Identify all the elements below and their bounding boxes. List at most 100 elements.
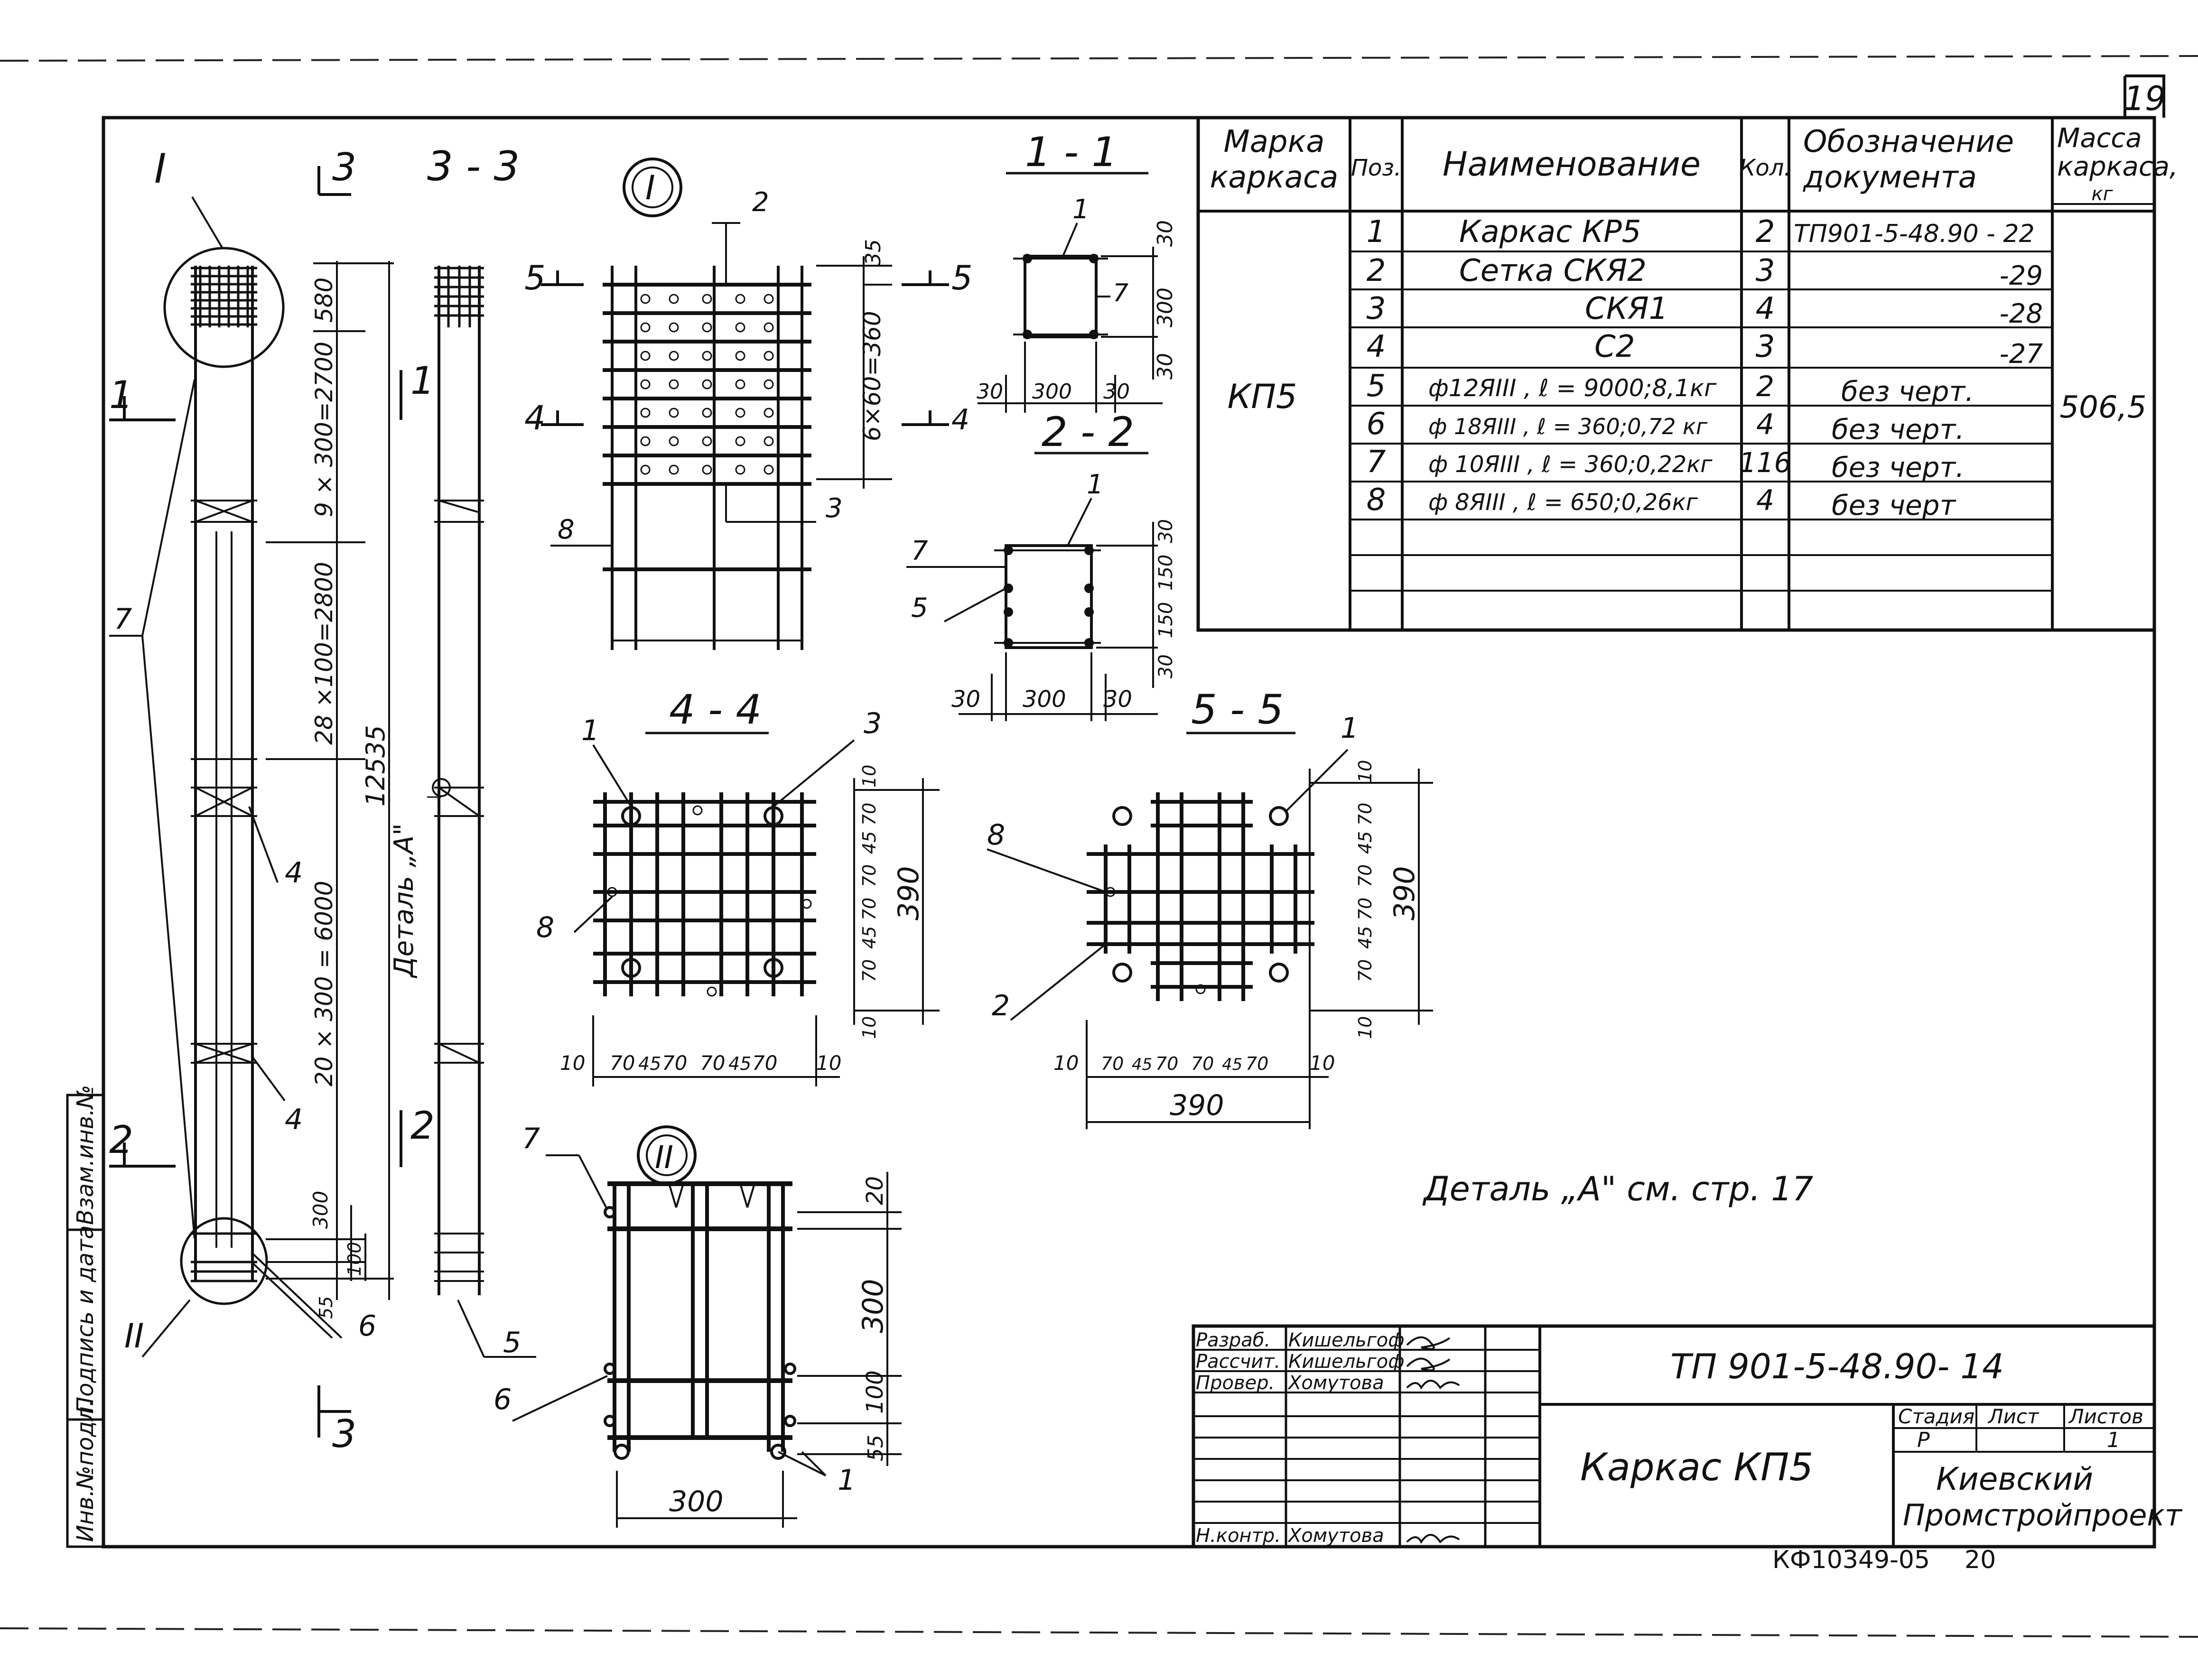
spec-row-doc: -27 [2000, 339, 2043, 370]
spec-row-doc: ТП901-5-48.90 - 22 [1794, 220, 2035, 248]
pos-mark-1-s55: 1 [1341, 712, 1359, 745]
section-2-2-title: 2 - 2 [1042, 408, 1134, 456]
title-role: Разраб. [1196, 1329, 1270, 1351]
section-1-1 [978, 172, 1163, 413]
signature-marks [1406, 1336, 1460, 1544]
dim-55-bottom: 55 [316, 1296, 336, 1319]
title-org-line2: Промстройпроект [1903, 1498, 2183, 1532]
title-role: Н.контр. [1196, 1525, 1281, 1547]
dim-12535: 12535 [361, 725, 391, 807]
node-I-detail-label: I [645, 168, 655, 207]
spec-row-doc: без черт. [1832, 451, 1965, 483]
dim-s55-v1: 70 [1355, 803, 1376, 826]
spec-row-pos: 5 [1367, 369, 1386, 404]
dim-s55-v4: 70 [1355, 898, 1376, 920]
spec-row-qty: 2 [1756, 214, 1775, 250]
spec-row-doc: -28 [2000, 298, 2043, 329]
dim-100-bottom: 100 [344, 1242, 365, 1276]
dim-s44-v1: 70 [859, 803, 880, 826]
title-name: Хомутова [1287, 1525, 1384, 1547]
spec-header-mark-1: Марка [1224, 124, 1325, 159]
note-detail-a: Деталь „А" см. стр. 17 [1422, 1170, 1813, 1208]
dim-s55-h5: 45 [1222, 1055, 1242, 1074]
dim-20x300: 20 × 300 = 6000 [310, 881, 338, 1086]
dim-s55-h7: 10 [1310, 1051, 1335, 1075]
pos-mark-1-s44: 1 [581, 714, 599, 747]
side-stamp-sign: Подпись и дата [72, 1225, 99, 1414]
dim-s11-300h: 300 [1032, 380, 1072, 404]
dim-s44-v5: 45 [859, 926, 880, 949]
title-name: Кишельгоф [1288, 1329, 1404, 1351]
dim-28x100: 28 ×100=2800 [310, 562, 338, 745]
title-org-line1: Киевский [1936, 1461, 2093, 1497]
dim-s22-300h: 300 [1023, 686, 1066, 713]
spec-rows: 1 Каркас КР5 2 ТП901-5-48.90 - 22 2 Сетк… [1367, 214, 2043, 521]
dim-s55-h1: 70 [1101, 1053, 1124, 1074]
pos-mark-5-s22: 5 [911, 593, 928, 623]
dim-s55-h3: 70 [1155, 1053, 1178, 1074]
archive-page: 20 [1965, 1546, 1996, 1574]
dim-s55-h4: 70 [1191, 1053, 1214, 1074]
title-sheets-value: 1 [2107, 1428, 2120, 1452]
dim-580: 580 [310, 278, 338, 323]
dim-s55-v2: 45 [1355, 831, 1376, 854]
pos-mark-8-s44: 8 [536, 911, 554, 944]
spec-row-pos: 7 [1367, 445, 1386, 480]
spec-row-name: Сетка СКЯ2 [1459, 253, 1647, 288]
dim-s44-h6: 70 [752, 1051, 777, 1075]
title-document-code: ТП 901-5-48.90- 14 [1670, 1346, 2004, 1386]
section-4-4 [573, 732, 940, 1086]
spec-header-name: Наименование [1443, 145, 1701, 184]
spec-header-mass-2: каркаса, [2057, 151, 2178, 182]
spec-row-pos: 6 [1367, 407, 1386, 442]
dim-s22-30l: 30 [951, 686, 980, 713]
dim-s11-30r: 30 [1103, 380, 1130, 404]
spec-row-qty: 2 [1756, 370, 1774, 403]
node-I-label: I [154, 145, 166, 193]
dim-s44-390: 390 [892, 866, 925, 920]
pos-mark-4-elev-a: 4 [285, 856, 303, 890]
spec-row-name: Каркас КР5 [1459, 214, 1641, 250]
trim-lines [0, 55, 2198, 1638]
dim-s44-h1: 70 [610, 1051, 635, 1075]
section-5-5 [987, 732, 1433, 1129]
node-I-detail [541, 158, 949, 650]
dim-s44-h2: 45 [638, 1053, 661, 1074]
spec-row-name: ф 18ЯIII , ℓ = 360;0,72 кг [1428, 414, 1708, 439]
section-2-2 [906, 452, 1158, 721]
dim-s55-v5: 45 [1355, 926, 1376, 949]
spec-header-pos: Поз. [1351, 155, 1401, 181]
archive-code: КФ10349-05 [1772, 1546, 1930, 1574]
spec-row-pos: 1 [1367, 214, 1386, 250]
dim-s44-v7: 10 [859, 1016, 880, 1039]
dim-s55-h2: 45 [1132, 1055, 1152, 1074]
spec-row-doc: без черт. [1841, 375, 1974, 408]
cut-label-3-bottom: 3 [332, 1412, 356, 1456]
cut-label-4-right: 4 [951, 403, 969, 436]
cut-label-2-left: 2 [109, 1118, 133, 1162]
dim-s22-30r: 30 [1103, 686, 1132, 713]
dim-s55-v0: 10 [1355, 760, 1376, 783]
section-4-4-title: 4 - 4 [669, 686, 762, 733]
dim-s55-h0: 10 [1053, 1051, 1079, 1075]
dim-s55-v7: 10 [1355, 1016, 1376, 1039]
title-stage-value: Р [1917, 1428, 1930, 1452]
dim-n2-100: 100 [862, 1370, 888, 1414]
spec-header-mass-1: Масса [2057, 123, 2142, 154]
pos-mark-7-node-II: 7 [522, 1122, 540, 1155]
spec-header-qty: Кол. [1739, 155, 1791, 181]
node-II-detail [512, 1125, 902, 1528]
dim-s22-150b: 150 [1155, 602, 1177, 638]
spec-row-qty: 4 [1756, 291, 1775, 326]
spec-row-doc: -29 [2000, 260, 2043, 291]
title-role: Провер. [1196, 1372, 1275, 1394]
dim-35: 35 [861, 239, 885, 266]
spec-mass-value: 506,5 [2059, 390, 2146, 425]
pos-mark-2-node-I: 2 [752, 187, 769, 218]
pos-mark-6-elev: 6 [358, 1309, 376, 1343]
dim-s44-v3: 70 [859, 864, 880, 887]
dim-9x300: 9 × 300=2700 [310, 342, 338, 517]
spec-header-mass-3: кг [2091, 183, 2113, 205]
pos-mark-5-3-3: 5 [503, 1326, 521, 1359]
